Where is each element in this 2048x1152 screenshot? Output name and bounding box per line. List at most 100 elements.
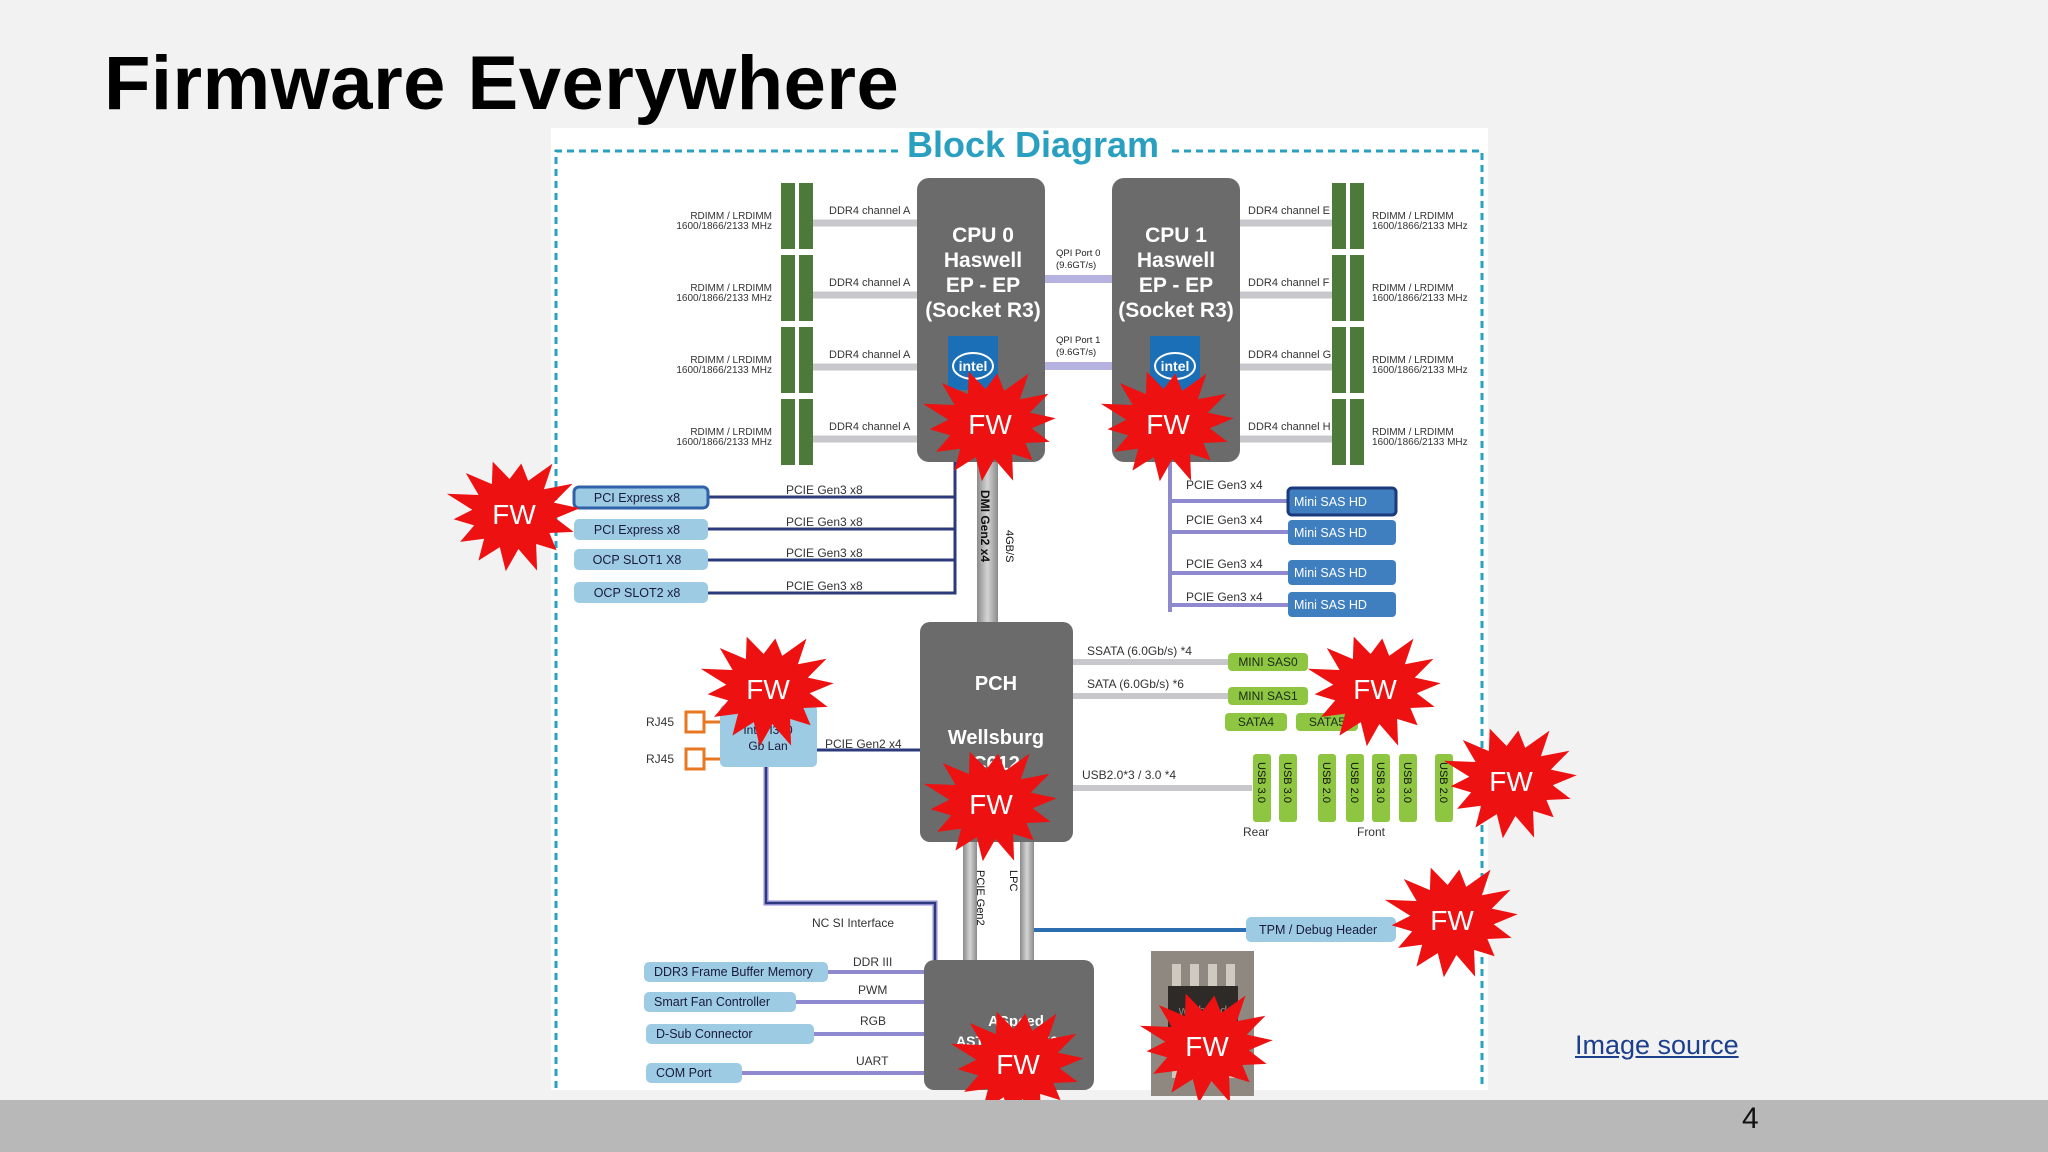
- dimm-module: [781, 255, 813, 321]
- ddr-links-right: [1240, 219, 1334, 443]
- sata-links: [1073, 659, 1252, 791]
- slide-title: Firmware Everywhere: [104, 41, 900, 126]
- usb-port: [1372, 754, 1390, 822]
- pcie-link-label: PCIE Gen3 x8: [786, 515, 863, 529]
- bmc-peripheral-label: D-Sub Connector: [656, 1027, 753, 1041]
- fw-label: FW: [1146, 409, 1190, 440]
- mini-sas-port: [1228, 687, 1308, 705]
- usb-port: [1253, 754, 1271, 822]
- usb-front-label: Front: [1357, 825, 1386, 839]
- ddr-channel-label: DDR4 channel A: [829, 277, 911, 289]
- fw-label: FW: [969, 789, 1013, 820]
- pch-codename: Wellsburg: [948, 727, 1044, 749]
- usb-rear-label: Rear: [1243, 825, 1269, 839]
- ocp-slot: [574, 549, 708, 570]
- dmi-link: [977, 462, 998, 622]
- lpc-link: [1020, 842, 1034, 960]
- cpu-socket: (Socket R3): [925, 299, 1041, 322]
- fw-label: FW: [1489, 766, 1533, 797]
- mini-sas-hd-label: Mini SAS HD: [1294, 495, 1367, 509]
- dimm-speed: 1600/1866/2133 MHz: [1372, 293, 1468, 304]
- ocp-slot: [574, 582, 708, 603]
- ddr-channel-label: DDR4 channel A: [829, 421, 911, 433]
- image-source-link[interactable]: Image source: [1575, 1030, 1739, 1060]
- dimm-module: [781, 327, 813, 393]
- fw-burst-shape: [446, 461, 580, 572]
- fw-label: FW: [996, 1049, 1040, 1080]
- bmc-peripherals: DDR3 Frame Buffer Memory Smart Fan Contr…: [644, 962, 828, 1083]
- pcie-gen2-link: [963, 842, 977, 960]
- fw-burst-shape: [923, 751, 1057, 862]
- intel-logo-text: intel: [959, 358, 988, 374]
- dimm-module: [1332, 327, 1364, 393]
- usb-port: [1399, 754, 1417, 822]
- usb-port: [1279, 754, 1297, 822]
- fw-label: FW: [1185, 1031, 1229, 1062]
- tpm-label: TPM / Debug Header: [1259, 923, 1377, 937]
- ocp-slot-label: OCP SLOT2 x8: [594, 586, 681, 600]
- dimm-speed: 1600/1866/2133 MHz: [676, 221, 772, 232]
- bmc-peripheral-label: DDR3 Frame Buffer Memory: [654, 965, 814, 979]
- fw-burst: FW: [1100, 371, 1234, 482]
- bmc-links: [740, 970, 924, 1075]
- dimm-label: RDIMM / LRDIMM: [1372, 283, 1454, 294]
- pcie-link-label: PCIE Gen3 x4: [1186, 590, 1263, 604]
- ddr-channel-label: DDR4 channel E: [1248, 205, 1330, 217]
- ddr-channel-label: DDR4 channel A: [829, 205, 911, 217]
- fw-burst: FW: [700, 636, 834, 747]
- dimm-speed: 1600/1866/2133 MHz: [1372, 437, 1468, 448]
- bmc-peripheral: [644, 962, 828, 982]
- dimm-module: [781, 183, 813, 249]
- bmc-link-label: RGB: [860, 1014, 886, 1028]
- bmc-link-label: DDR III: [853, 955, 892, 969]
- rj45-label: RJ45: [646, 715, 674, 729]
- pcie-slot: [574, 519, 708, 540]
- fw-burst-shape: [1307, 636, 1441, 747]
- dimm-label: RDIMM / LRDIMM: [690, 427, 772, 438]
- pcie-slot-label: PCI Express x8: [594, 491, 680, 505]
- dimm-speed: 1600/1866/2133 MHz: [1372, 365, 1468, 376]
- usb-port: [1346, 754, 1364, 822]
- sata-label: SATA4: [1238, 715, 1275, 729]
- mini-sas-hd-port: [1288, 520, 1396, 545]
- pcie-slots: PCI Express x8 PCI Express x8 OCP SLOT1 …: [572, 485, 710, 603]
- ncsi-label: NC SI Interface: [812, 916, 894, 930]
- ddr-links-left: [812, 219, 918, 443]
- qpi-links: [1045, 275, 1112, 370]
- fw-burst: FW: [1384, 867, 1518, 978]
- mini-sas-hd-ports: Mini SAS HD Mini SAS HD Mini SAS HD Mini…: [1286, 486, 1398, 617]
- usb-port-label: USB 3.0: [1374, 762, 1386, 803]
- fw-label: FW: [492, 499, 536, 530]
- fw-burst-shape: [1139, 993, 1273, 1104]
- cpu1-block: CPU 1 Haswell EP - EP (Socket R3) intel: [1112, 178, 1240, 462]
- dimm-label: RDIMM / LRDIMM: [1372, 355, 1454, 366]
- sata-port: [1225, 713, 1287, 731]
- ocp-slot-label: OCP SLOT1 X8: [593, 553, 682, 567]
- lan-sub-label: Gb Lan: [748, 739, 787, 753]
- tpm-header: [1246, 917, 1396, 942]
- dimm-label: RDIMM / LRDIMM: [690, 283, 772, 294]
- sata-ports: MINI SAS0 MINI SAS1 SATA4 SATA5: [1225, 653, 1358, 731]
- qpi-label: QPI Port 0: [1056, 248, 1100, 259]
- bmc-peripheral: [644, 992, 796, 1012]
- fw-burst-shape: [1443, 728, 1577, 839]
- pcie-gen2-label: PCIE Gen2: [974, 870, 986, 926]
- fw-burst-shape: [1384, 867, 1518, 978]
- cpu-name: CPU 1: [1145, 224, 1207, 247]
- usb-port-label: USB 2.0: [1437, 762, 1449, 803]
- diagram-heading: Block Diagram: [907, 124, 1159, 165]
- fw-burst: FW: [922, 371, 1056, 482]
- mini-sas-port: [1228, 653, 1308, 671]
- dimm-label: RDIMM / LRDIMM: [690, 355, 772, 366]
- pcie-link-label: PCIE Gen3 x4: [1186, 513, 1263, 527]
- pcie-slot: [572, 485, 710, 510]
- qpi-label: QPI Port 1: [1056, 335, 1100, 346]
- sata-label: SATA (6.0Gb/s) *6: [1087, 677, 1184, 691]
- fw-label: FW: [968, 409, 1012, 440]
- fw-burst-shape: [1100, 371, 1234, 482]
- diagram-border: [554, 149, 1484, 1088]
- qpi-speed: (9.6GT/s): [1056, 347, 1096, 358]
- dimm-speed: 1600/1866/2133 MHz: [676, 293, 772, 304]
